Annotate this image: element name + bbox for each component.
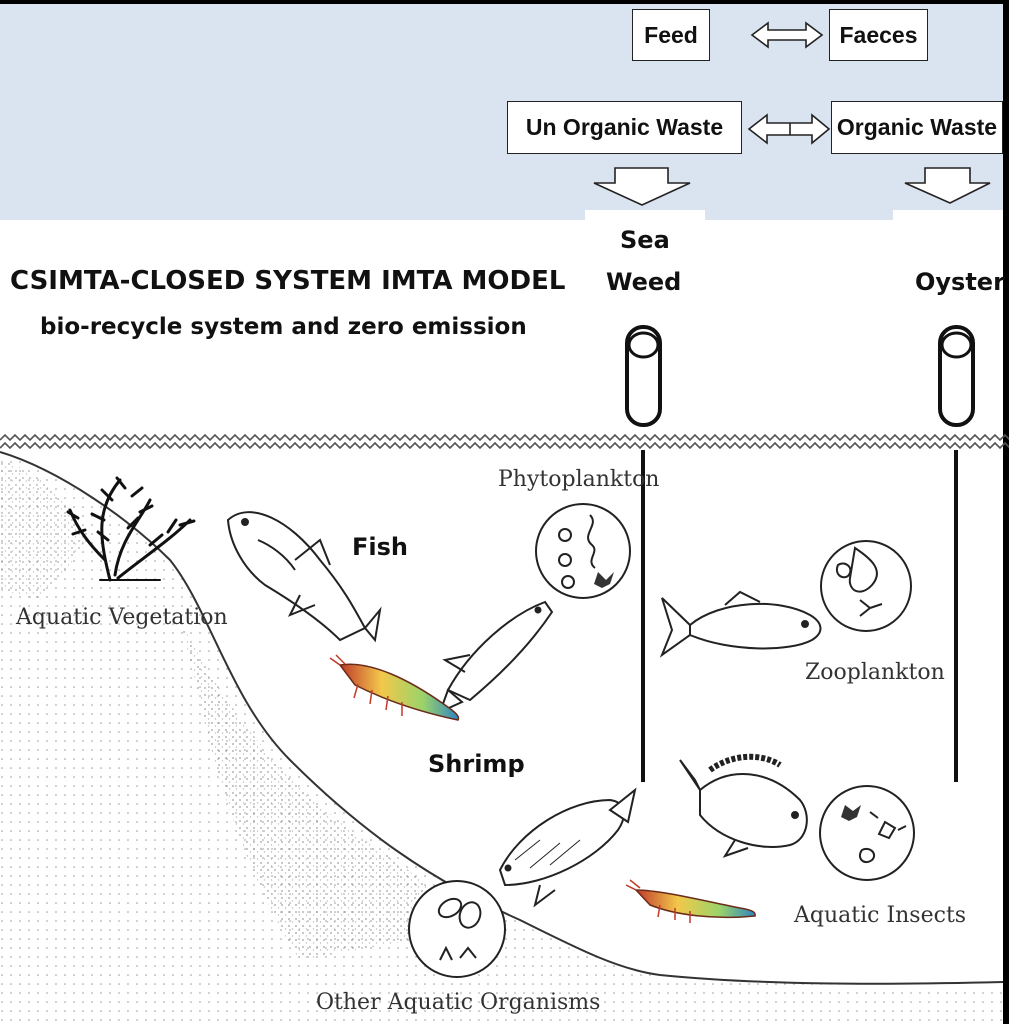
oyster-float-icon — [940, 327, 973, 425]
seaweed-label-line2: Weed — [606, 268, 681, 296]
feed-box: Feed — [632, 9, 710, 61]
inorganic-waste-box: Un Organic Waste — [507, 101, 742, 154]
feed-label: Feed — [644, 22, 698, 49]
fish-icon — [440, 602, 552, 712]
double-arrow-icon — [749, 115, 829, 143]
seaweed-label-line1: Sea — [620, 226, 670, 254]
fish-icon — [680, 757, 807, 856]
fish-icon — [500, 790, 635, 905]
fish-icon — [662, 592, 820, 655]
down-arrow-icon — [594, 168, 690, 205]
other-aquatic-organisms-icon — [409, 881, 505, 977]
aquatic-insects-icon — [820, 786, 914, 880]
seaweed-float-icon — [627, 327, 660, 425]
aquatic-insects-label: Aquatic Insects — [794, 903, 966, 928]
other-aquatic-organisms-label: Other Aquatic Organisms — [316, 990, 600, 1015]
water-surface — [0, 435, 1009, 448]
zooplankton-icon — [821, 541, 911, 631]
shrimp-label: Shrimp — [428, 750, 525, 778]
phytoplankton-icon — [536, 504, 630, 598]
inorganic-waste-label: Un Organic Waste — [526, 114, 723, 141]
shrimp-icon — [626, 880, 755, 923]
fish-label: Fish — [352, 533, 408, 561]
double-arrow-icon — [752, 23, 822, 47]
phytoplankton-label: Phytoplankton — [498, 467, 659, 492]
oyster-label: Oyster — [915, 268, 1005, 296]
aquatic-vegetation-label: Aquatic Vegetation — [16, 605, 228, 630]
diagram-title: CSIMTA-CLOSED SYSTEM IMTA MODEL — [10, 266, 565, 296]
faeces-label: Faeces — [839, 22, 917, 49]
shrimp-icon — [330, 655, 458, 720]
down-arrow-icon — [905, 168, 990, 203]
faeces-box: Faeces — [829, 9, 928, 61]
fish-icon — [228, 512, 380, 640]
zooplankton-label: Zooplankton — [805, 660, 945, 685]
organic-waste-box: Organic Waste — [831, 101, 1003, 154]
diagram-subtitle: bio-recycle system and zero emission — [40, 314, 527, 340]
organic-waste-label: Organic Waste — [837, 114, 997, 141]
